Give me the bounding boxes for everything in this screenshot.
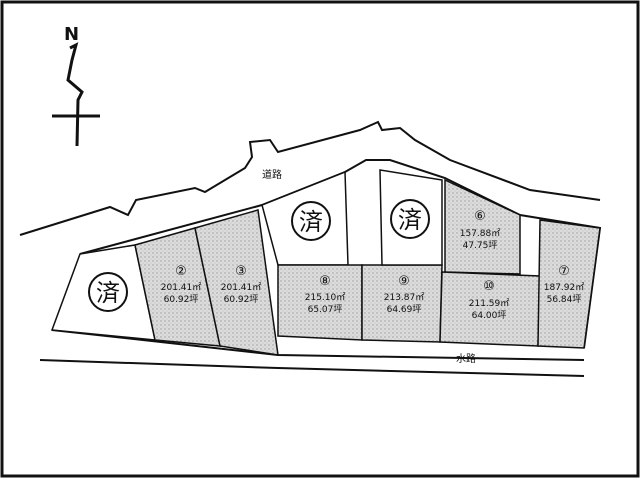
waterway-label: 水路 — [456, 352, 476, 365]
lot-3-number: ③ — [235, 264, 247, 279]
lot-6-label: ⑥ 157.88㎡ 47.75坪 — [460, 209, 501, 251]
sold-mark-center-right: 済 — [390, 199, 430, 239]
lot-9-label: ⑨ 213.87㎡ 64.69坪 — [384, 274, 425, 315]
lot-7-number: ⑦ — [558, 264, 570, 279]
lot-7[interactable] — [537, 219, 601, 349]
lot-10-area-tsubo: 64.00坪 — [472, 310, 507, 321]
lot-6-number: ⑥ — [474, 209, 486, 224]
lot-6-area-tsubo: 47.75坪 — [463, 240, 498, 251]
lot-10-number: ⑩ — [483, 279, 495, 294]
sold-mark-center-left-text: 済 — [299, 208, 323, 236]
sold-mark-left-text: 済 — [96, 279, 120, 307]
lot-3[interactable] — [194, 209, 279, 356]
lot-10-label: ⑩ 211.59㎡ 64.00坪 — [469, 279, 510, 321]
lot-2-label: ② 201.41㎡ 60.92坪 — [161, 264, 202, 305]
lot-2-number: ② — [175, 264, 187, 279]
lot-9-area-tsubo: 64.69坪 — [387, 304, 422, 315]
lot-9-area-m2: 213.87㎡ — [384, 292, 425, 303]
lot-3-label: ③ 201.41㎡ 60.92坪 — [221, 264, 262, 305]
lot-8-number: ⑧ — [319, 274, 331, 289]
lot-10-area-m2: 211.59㎡ — [469, 298, 510, 309]
north-arrow-icon — [52, 42, 100, 147]
lot-8-area-tsubo: 65.07坪 — [308, 304, 343, 315]
waterway-lower-line — [39, 359, 585, 377]
lot-7-area-tsubo: 56.84坪 — [547, 294, 582, 305]
lot-2-area-tsubo: 60.92坪 — [164, 294, 199, 305]
road-upper-boundary — [19, 120, 601, 236]
lot-9-number: ⑨ — [398, 274, 410, 289]
lot-8-label: ⑧ 215.10㎡ 65.07坪 — [305, 274, 346, 315]
lot-7-label: ⑦ 187.92㎡ 56.84坪 — [544, 264, 585, 305]
lot-8-area-m2: 215.10㎡ — [305, 292, 346, 303]
lot-6-area-m2: 157.88㎡ — [460, 228, 501, 239]
lot-6[interactable] — [444, 178, 521, 275]
lot-7-area-m2: 187.92㎡ — [544, 282, 585, 293]
lot-2-area-m2: 201.41㎡ — [161, 282, 202, 293]
sold-mark-left: 済 — [88, 272, 128, 312]
lot-3-area-m2: 201.41㎡ — [221, 282, 262, 293]
sold-mark-center-right-text: 済 — [398, 206, 422, 234]
lot-3-area-tsubo: 60.92坪 — [224, 294, 259, 305]
sold-mark-center-left: 済 — [291, 201, 331, 241]
road-label: 道路 — [262, 168, 282, 181]
north-label: N — [64, 24, 79, 45]
